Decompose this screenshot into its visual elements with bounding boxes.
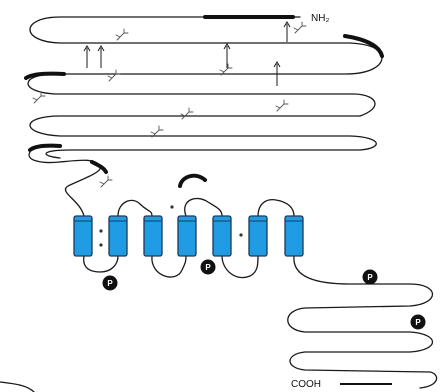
tm-helix-3: [144, 216, 162, 256]
residue-dot: [170, 205, 173, 208]
c-terminus-label: COOH: [291, 379, 321, 390]
glycan-icon: [116, 29, 128, 40]
n-terminus-label: NH₂: [311, 13, 329, 24]
residue-dot: [239, 233, 242, 236]
phospho-site: P: [201, 260, 216, 275]
extracellular-loop-tm4-tm5: [185, 198, 222, 216]
thick-segment: [345, 36, 382, 56]
glycan-icon: [108, 70, 120, 81]
extracellular-loop-3: [30, 116, 376, 150]
tm-helices: [74, 216, 303, 256]
tm-helix-4: [178, 216, 196, 256]
extracellular-loop-tm6-tm7: [258, 200, 294, 216]
phospho-label: P: [367, 273, 373, 282]
extracellular-loop-4: [46, 150, 360, 158]
residue-dot: [99, 229, 102, 232]
glycan-icon: [100, 176, 112, 187]
glycan-icon: [181, 108, 193, 119]
glycan-icon: [276, 100, 288, 111]
tm-helix-5: [213, 216, 231, 256]
phospho-site: P: [103, 276, 118, 291]
phospho-site: P: [411, 315, 426, 330]
site-markers: [84, 22, 290, 86]
phospho-site: P: [363, 270, 378, 285]
hinge-region: [29, 152, 100, 216]
tm-helix-7: [285, 216, 303, 256]
intracellular-loop-1: [84, 256, 118, 272]
glycan-icon: [294, 22, 306, 33]
residue-dot: [99, 243, 102, 246]
thick-segment: [26, 74, 64, 78]
intracellular-loop-3: [222, 256, 258, 278]
glycan-icon: [33, 92, 45, 103]
n-terminal-domain: [28, 17, 382, 216]
tm-helix-6: [249, 216, 267, 256]
thick-segment: [180, 176, 205, 186]
glycosylation-sites: [33, 22, 306, 187]
chain-stub: [0, 382, 34, 392]
phospho-label: P: [415, 318, 421, 327]
phospho-label: P: [205, 263, 211, 272]
tm-helix-1: [74, 216, 92, 256]
tm-helix-2: [109, 216, 127, 256]
intracellular-loop-2: [152, 256, 186, 277]
phospho-label: P: [107, 279, 113, 288]
thick-segment: [30, 146, 60, 150]
extracellular-loop-2: [28, 56, 382, 116]
extracellular-loop-tm2-tm3: [118, 200, 152, 216]
